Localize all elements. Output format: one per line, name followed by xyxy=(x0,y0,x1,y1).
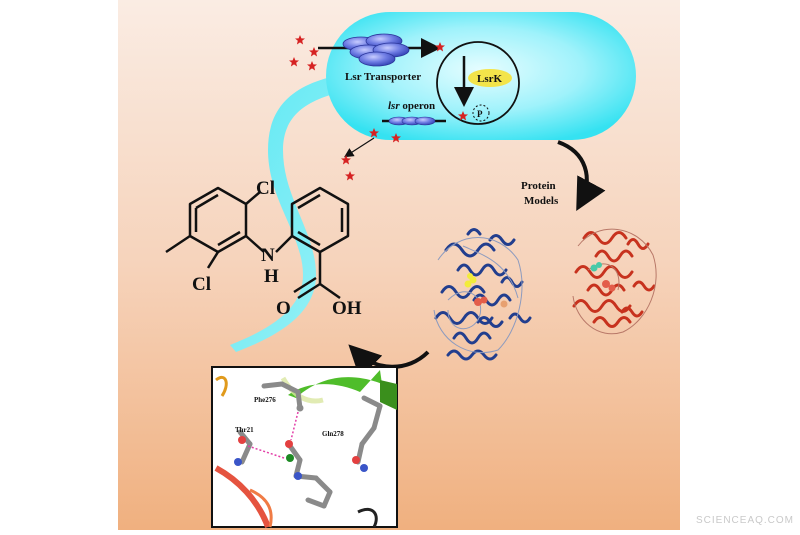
lsr-transporter-label: Lsr Transporter xyxy=(345,71,421,83)
ai2-signal-stars xyxy=(289,35,468,181)
phosphate-label: P xyxy=(477,109,483,119)
protein-model-blue xyxy=(434,228,532,361)
protein-model-blue-loops xyxy=(433,237,523,354)
ligand-site-red xyxy=(590,262,616,292)
ligand-molecule xyxy=(165,186,350,300)
protein-models-label-line1: Protein xyxy=(521,180,556,192)
diagram-svg: Lsr Transporter LsrK P lsr operon xyxy=(118,0,680,530)
bacterial-flagellum xyxy=(230,70,380,352)
chlorine-top-label: Cl xyxy=(256,178,275,199)
binding-site-inset: Phe276 Thr21 Gln278 xyxy=(211,366,398,529)
carbonyl-o-label: O xyxy=(276,298,291,319)
thr21-label: Thr21 xyxy=(235,426,254,434)
protein-model-red xyxy=(572,231,656,328)
figure-panel: Lsr Transporter LsrK P lsr operon xyxy=(118,0,680,530)
hydroxyl-label: OH xyxy=(332,298,362,319)
phe276-label: Phe276 xyxy=(254,396,276,404)
gln278-label: Gln278 xyxy=(322,430,344,438)
operon-protein-icon xyxy=(388,116,436,126)
amine-n-label: N xyxy=(261,245,275,266)
amine-h-label: H xyxy=(264,266,279,287)
lsrk-label: LsrK xyxy=(477,73,503,85)
lsr-transporter-icon xyxy=(342,33,410,67)
lsrk-enzyme-icon xyxy=(468,69,512,87)
lsr-operon-label: lsr operon xyxy=(388,100,435,112)
operon-export-arrow xyxy=(343,137,375,158)
phosphorylation-circle xyxy=(436,41,520,125)
ligand-site-blue xyxy=(464,273,508,308)
chlorine-bottom-label: Cl xyxy=(192,274,211,295)
phosphate-circle xyxy=(472,104,490,122)
to-protein-models-arrow xyxy=(557,140,606,212)
protein-models-label-line2: Models xyxy=(524,195,559,207)
watermark-text: SCIENCEAQ.COM xyxy=(695,515,794,526)
